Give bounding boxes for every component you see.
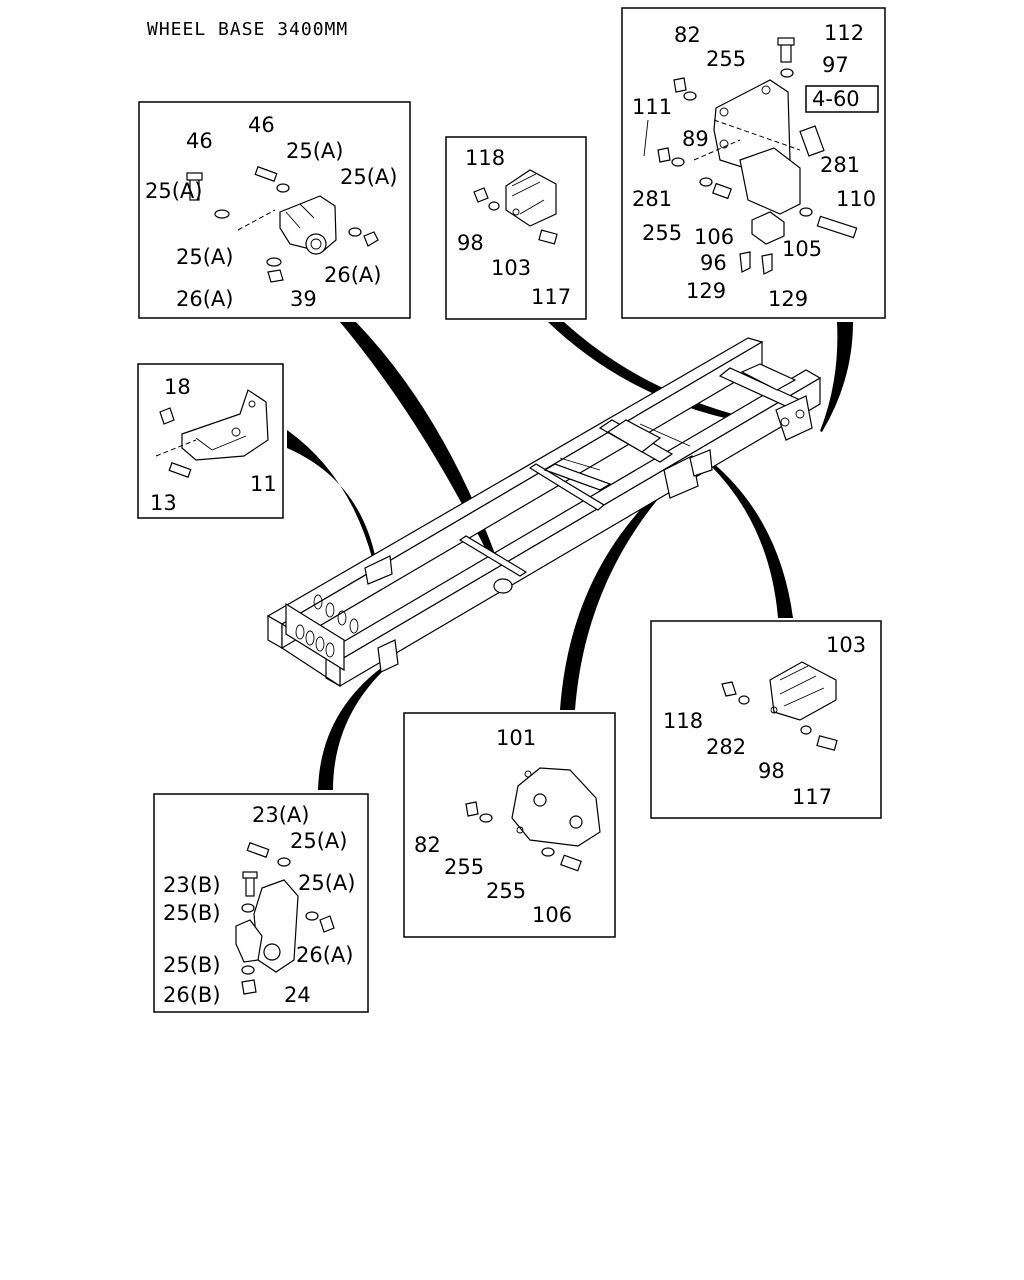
label-118: 118 [465,146,505,170]
label-101: 101 [496,726,536,750]
label-25a-b: 25(A) [145,179,202,203]
label-39: 39 [290,287,317,311]
frame-rear-bracket [775,395,813,441]
label-103-b: 103 [826,633,866,657]
frame-hanger-39 [493,578,513,594]
label-24: 24 [284,983,311,1007]
frame-bracket-11 [364,555,393,585]
label-255: 255 [706,47,746,71]
reference-box-4-60 [805,85,879,113]
callout-box-bracket-103-right [650,620,882,819]
label-106: 106 [694,225,734,249]
label-255-b: 255 [642,221,682,245]
label-105: 105 [782,237,822,261]
label-255-d: 255 [486,879,526,903]
frame-bracket-103 [689,449,713,477]
label-129-b: 129 [768,287,808,311]
label-82: 82 [674,23,701,47]
callout-box-front-hanger [138,101,411,319]
box-g-labels: 23(A) 25(A) 23(B) 25(A) 25(B) 26(A) 25(B… [163,803,355,1007]
label-255-c: 255 [444,855,484,879]
callout-box-rear-bracket [621,7,886,319]
box-g-parts [235,842,335,995]
label-25a: 25(A) [286,139,343,163]
label-112: 112 [824,21,864,45]
label-281-b: 281 [820,153,860,177]
label-25a-e: 25(A) [290,829,347,853]
label-118-b: 118 [663,709,703,733]
box-e-labels: 101 82 255 255 106 [414,726,572,927]
label-98: 98 [457,231,484,255]
box-c-parts [643,37,858,275]
label-82-b: 82 [414,833,441,857]
label-110: 110 [836,187,876,211]
label-106-b: 106 [532,903,572,927]
label-282: 282 [706,735,746,759]
callout-box-bracket-11 [137,363,284,519]
label-96: 96 [700,251,727,275]
box-e-parts [465,767,601,872]
box-f-labels: 103 118 282 98 117 [663,633,866,809]
diagram-title: WHEEL BASE 3400MM [147,19,348,40]
label-117: 117 [531,285,571,309]
box-d-parts [155,389,269,478]
label-26b: 26(B) [163,983,221,1007]
leader-wedges [287,322,853,790]
frame-shackle-24 [377,639,399,673]
box-c-labels: 82 112 255 97 4-60 111 89 281 281 110 25… [632,21,876,311]
label-26a-c: 26(A) [296,943,353,967]
box-b-parts [473,169,558,245]
label-89: 89 [682,127,709,151]
label-18: 18 [164,375,191,399]
frame-bracket-101 [663,455,699,499]
callout-box-bracket-103 [445,136,587,320]
label-26a: 26(A) [324,263,381,287]
label-13: 13 [150,491,177,515]
label-ref-4-60: 4-60 [812,87,860,111]
chassis-frame [266,337,822,688]
callout-box-shackle-24 [153,793,369,1013]
label-111: 111 [632,95,672,119]
label-281: 281 [632,187,672,211]
label-23a: 23(A) [252,803,309,827]
label-129: 129 [686,279,726,303]
label-98-b: 98 [758,759,785,783]
box-d-labels: 18 13 11 [150,375,277,515]
label-117-b: 117 [792,785,832,809]
box-a-labels: 46 46 25(A) 25(A) 25(A) 25(A) 26(A) 26(A… [145,113,397,311]
callout-box-bracket-101 [403,712,616,938]
label-23b: 23(B) [163,873,221,897]
label-97: 97 [822,53,849,77]
label-25a-f: 25(A) [298,871,355,895]
label-25b-b: 25(B) [163,953,221,977]
label-46: 46 [186,129,213,153]
label-25a-c: 25(A) [340,165,397,189]
box-a-parts [186,166,379,283]
box-b-labels: 118 98 103 117 [457,146,571,309]
label-11: 11 [250,472,277,496]
box-f-parts [721,661,838,751]
label-103: 103 [491,256,531,280]
label-25b: 25(B) [163,901,221,925]
label-46-b: 46 [248,113,275,137]
label-25a-d: 25(A) [176,245,233,269]
label-26a-b: 26(A) [176,287,233,311]
